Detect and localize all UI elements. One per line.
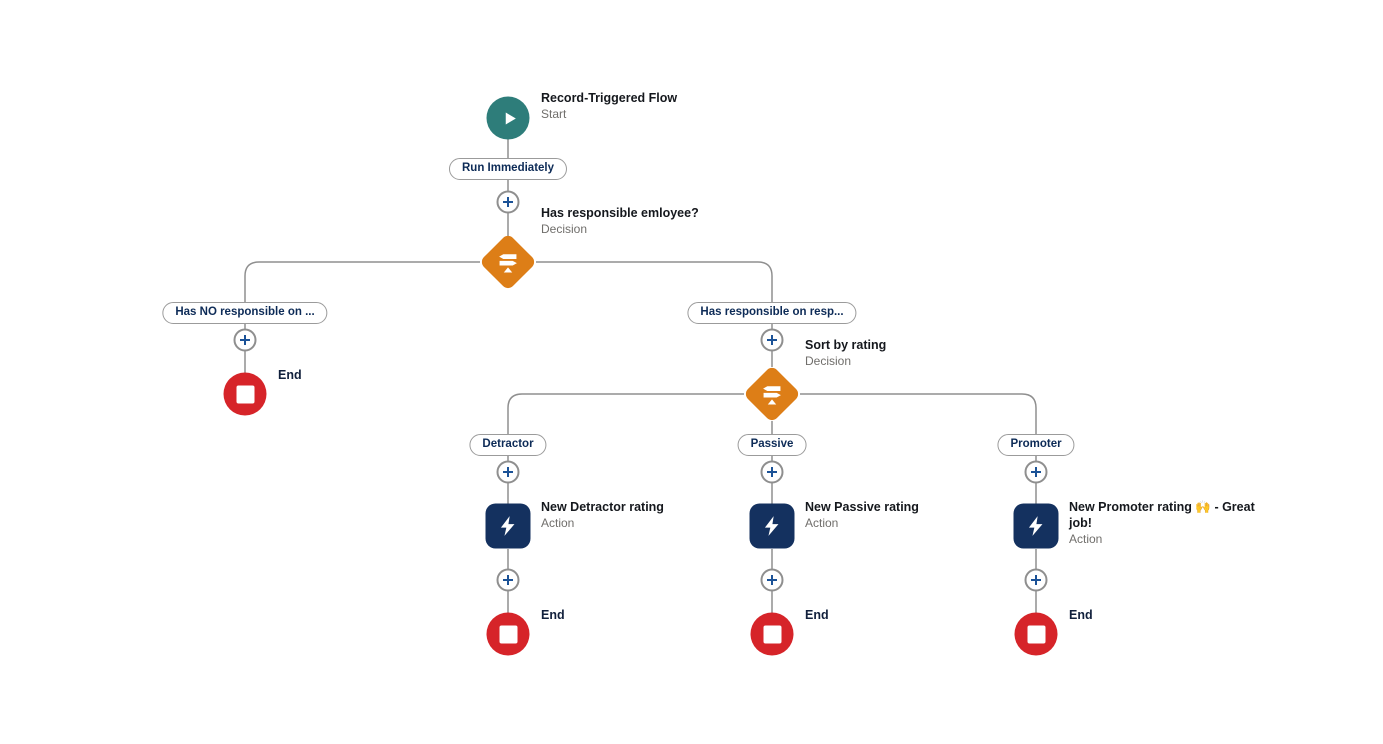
branch-no-pill[interactable]: Has NO responsible on ... [162, 302, 328, 324]
lightning-icon [500, 516, 515, 536]
run-immediately-pill[interactable]: Run Immediately [448, 158, 568, 180]
action-node-detractor[interactable] [485, 503, 531, 549]
stop-icon [763, 625, 781, 643]
end-label-promoter: End [1069, 608, 1093, 622]
stop-icon [236, 385, 254, 403]
plus-icon [1031, 467, 1041, 477]
start-subtitle: Start [541, 107, 567, 121]
decision-employee-subtitle: Decision [541, 222, 588, 236]
add-element-button-yes-branch[interactable] [760, 328, 784, 352]
end-node-detractor[interactable] [486, 612, 530, 656]
add-element-button-detractor[interactable] [496, 460, 520, 484]
start-title: Record-Triggered Flow [541, 91, 678, 105]
add-element-button-no-branch[interactable] [233, 328, 257, 352]
connector-promoter [800, 393, 1037, 505]
plus-icon [503, 575, 513, 585]
signpost-icon [499, 253, 517, 272]
end-label-detractor: End [541, 608, 565, 622]
plus-icon [767, 575, 777, 585]
start-node[interactable] [486, 96, 530, 140]
signpost-icon [763, 385, 781, 404]
decision-rating-label: Sort by rating Decision [805, 337, 886, 369]
outcome-pill-promoter[interactable]: Promoter [997, 434, 1075, 456]
decision-rating-node[interactable] [743, 365, 801, 423]
end-node-passive[interactable] [750, 612, 794, 656]
action-label-detractor: New Detractor rating Action [541, 500, 664, 530]
add-element-button-passive[interactable] [760, 460, 784, 484]
decision-rating-title: Sort by rating [805, 338, 887, 352]
action-label-promoter: New Promoter rating 🙌 - Great job! Actio… [1069, 500, 1255, 546]
action-label-passive: New Passive rating Action [805, 500, 919, 530]
decision-rating-subtitle: Decision [805, 354, 852, 368]
plus-icon [767, 467, 777, 477]
action-node-promoter[interactable] [1013, 503, 1059, 549]
plus-icon [503, 467, 513, 477]
plus-icon [240, 335, 250, 345]
add-element-button-promoter-2[interactable] [1024, 568, 1048, 592]
end-label-no-branch: End [278, 368, 302, 382]
add-element-button-passive-2[interactable] [760, 568, 784, 592]
connector-branch-no [244, 261, 480, 374]
end-node-promoter[interactable] [1014, 612, 1058, 656]
end-label-passive: End [805, 608, 829, 622]
outcome-pill-detractor[interactable]: Detractor [469, 434, 547, 456]
lightning-icon [1028, 516, 1043, 536]
outcome-pill-passive[interactable]: Passive [737, 434, 807, 456]
connector-branch-yes [536, 261, 773, 367]
add-element-button-detractor-2[interactable] [496, 568, 520, 592]
stop-icon [499, 625, 517, 643]
add-element-button-1[interactable] [496, 190, 520, 214]
plus-icon [1031, 575, 1041, 585]
plus-icon [767, 335, 777, 345]
stop-icon [1027, 625, 1045, 643]
play-icon [505, 112, 516, 124]
plus-icon [503, 197, 513, 207]
branch-yes-pill[interactable]: Has responsible on resp... [687, 302, 857, 324]
add-element-button-promoter[interactable] [1024, 460, 1048, 484]
decision-employee-label: Has responsible emloyee? Decision [541, 205, 699, 237]
end-node-no-branch[interactable] [223, 372, 267, 416]
decision-employee-node[interactable] [479, 233, 537, 291]
start-node-label: Record-Triggered Flow Start [541, 90, 677, 122]
lightning-icon [764, 516, 779, 536]
action-node-passive[interactable] [749, 503, 795, 549]
connector-detractor [507, 393, 744, 505]
decision-employee-title: Has responsible emloyee? [541, 206, 699, 220]
